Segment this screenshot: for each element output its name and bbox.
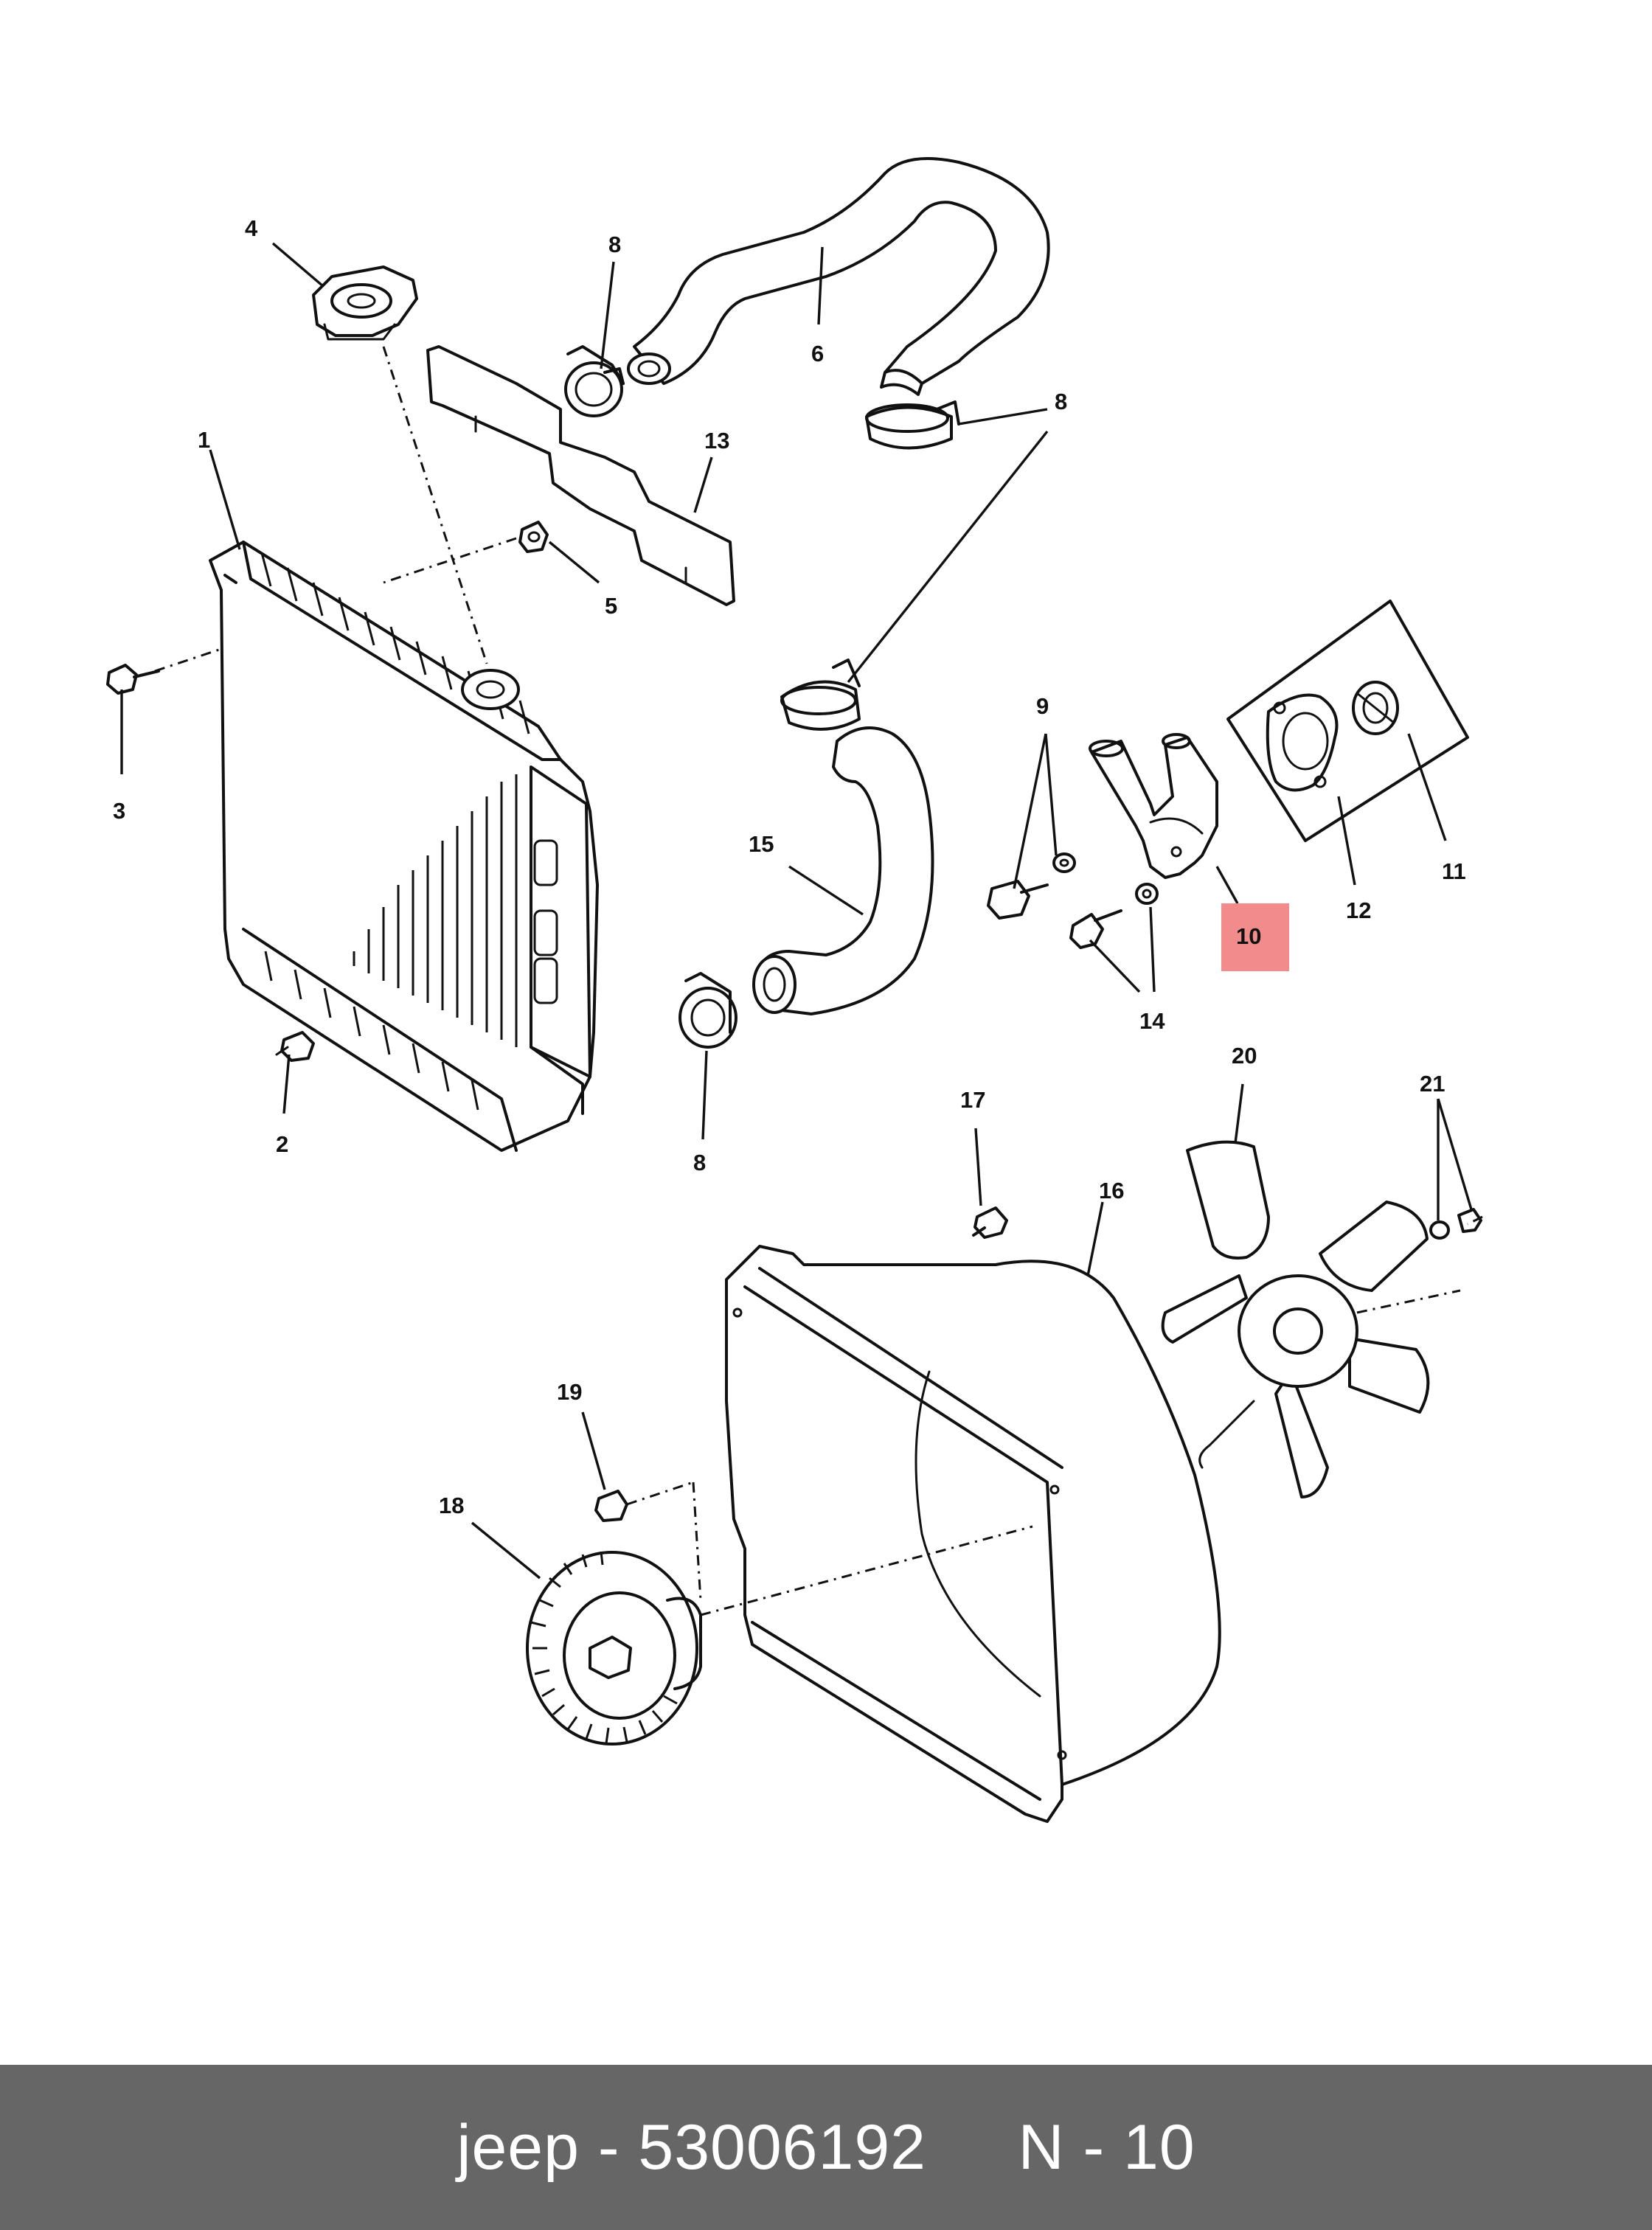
bolt-part[interactable] <box>1069 909 1122 949</box>
bolt-part[interactable] <box>987 880 1049 920</box>
caption-bar: jeep - 53006192 N - 10 <box>0 2065 1652 2230</box>
highlight-box <box>1221 903 1289 971</box>
thermostat-housing-part[interactable] <box>1089 733 1218 879</box>
leader-lines <box>120 242 1473 1580</box>
parts-diagram: 1 2 3 4 5 6 8 8 8 9 10 11 12 13 14 15 16… <box>106 157 1483 1823</box>
bolt-part[interactable] <box>972 1206 1008 1239</box>
callout-10[interactable]: 10 <box>1236 923 1261 949</box>
lower-hose-part[interactable] <box>752 726 934 1015</box>
gasket-part[interactable] <box>1226 600 1469 842</box>
callout-6[interactable]: 6 <box>811 341 824 367</box>
callout-2[interactable]: 2 <box>276 1131 288 1157</box>
hose-clamp-part[interactable] <box>865 400 960 450</box>
hose-clamp-part[interactable] <box>780 659 861 731</box>
part-number-caption: jeep - 53006192 N - 10 <box>457 2111 1195 2183</box>
bolt-part[interactable] <box>1429 1208 1482 1240</box>
hose-clamp-part[interactable] <box>678 972 738 1049</box>
nut-part[interactable] <box>275 1031 315 1062</box>
fan-blade-part[interactable] <box>1161 1140 1430 1498</box>
callout-15[interactable]: 15 <box>749 831 774 857</box>
callout-17[interactable]: 17 <box>960 1087 985 1113</box>
washer-part[interactable] <box>1052 852 1076 873</box>
callout-8-bottom[interactable]: 8 <box>693 1150 706 1175</box>
callout-19[interactable]: 19 <box>557 1379 582 1405</box>
callout-18[interactable]: 18 <box>439 1493 464 1518</box>
fan-clutch-part[interactable] <box>526 1551 702 1746</box>
radiator-part[interactable] <box>209 541 599 1152</box>
callout-5[interactable]: 5 <box>605 593 617 619</box>
bolt-part[interactable] <box>106 664 160 695</box>
callout-8-top[interactable]: 8 <box>608 232 621 257</box>
callout-12[interactable]: 12 <box>1346 897 1371 923</box>
callout-1[interactable]: 1 <box>198 427 210 453</box>
callout-14[interactable]: 14 <box>1139 1008 1165 1034</box>
callout-13[interactable]: 13 <box>704 428 729 454</box>
thermostat-part[interactable] <box>1352 681 1399 735</box>
callout-3[interactable]: 3 <box>113 798 125 824</box>
nut-part[interactable] <box>518 521 549 553</box>
bolt-part[interactable] <box>594 1490 628 1522</box>
callout-20[interactable]: 20 <box>1232 1043 1257 1069</box>
callout-4[interactable]: 4 <box>245 215 258 241</box>
callout-9[interactable]: 9 <box>1036 693 1049 719</box>
callout-21[interactable]: 21 <box>1420 1071 1445 1097</box>
callout-16[interactable]: 16 <box>1099 1178 1124 1203</box>
radiator-cap-part[interactable] <box>312 265 418 341</box>
washer-part[interactable] <box>1135 883 1159 905</box>
fan-shroud-part[interactable] <box>725 1245 1221 1823</box>
callout-labels: 1 2 3 4 5 6 8 8 8 9 10 11 12 13 14 15 16… <box>113 215 1466 1518</box>
callout-11[interactable]: 11 <box>1442 858 1466 884</box>
callout-8-right[interactable]: 8 <box>1055 389 1067 414</box>
hose-clamp-part[interactable] <box>564 345 625 417</box>
seal-strip-part[interactable] <box>426 345 735 606</box>
upper-hose-part[interactable] <box>627 157 1050 396</box>
